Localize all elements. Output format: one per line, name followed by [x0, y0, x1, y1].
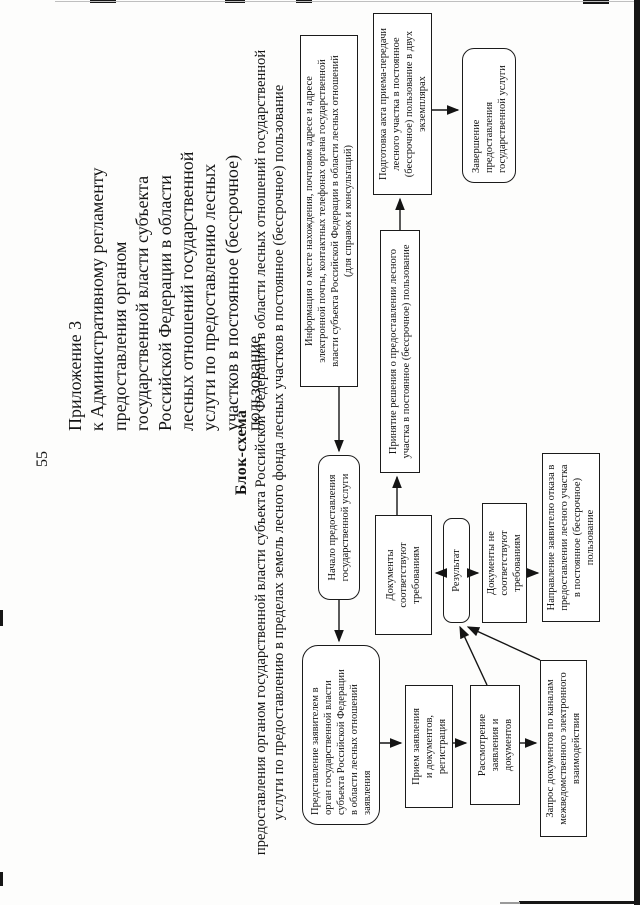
scan-edge-bottom — [519, 901, 634, 904]
scan-smudge-left-1 — [0, 610, 3, 626]
scan-smudge-left-2 — [0, 872, 3, 886]
scan-edge-right — [634, 0, 640, 905]
scan-edge-top-line — [55, 1, 634, 2]
scan-smudge-top-4 — [583, 0, 609, 4]
scan-smudge-bottom — [500, 902, 520, 904]
